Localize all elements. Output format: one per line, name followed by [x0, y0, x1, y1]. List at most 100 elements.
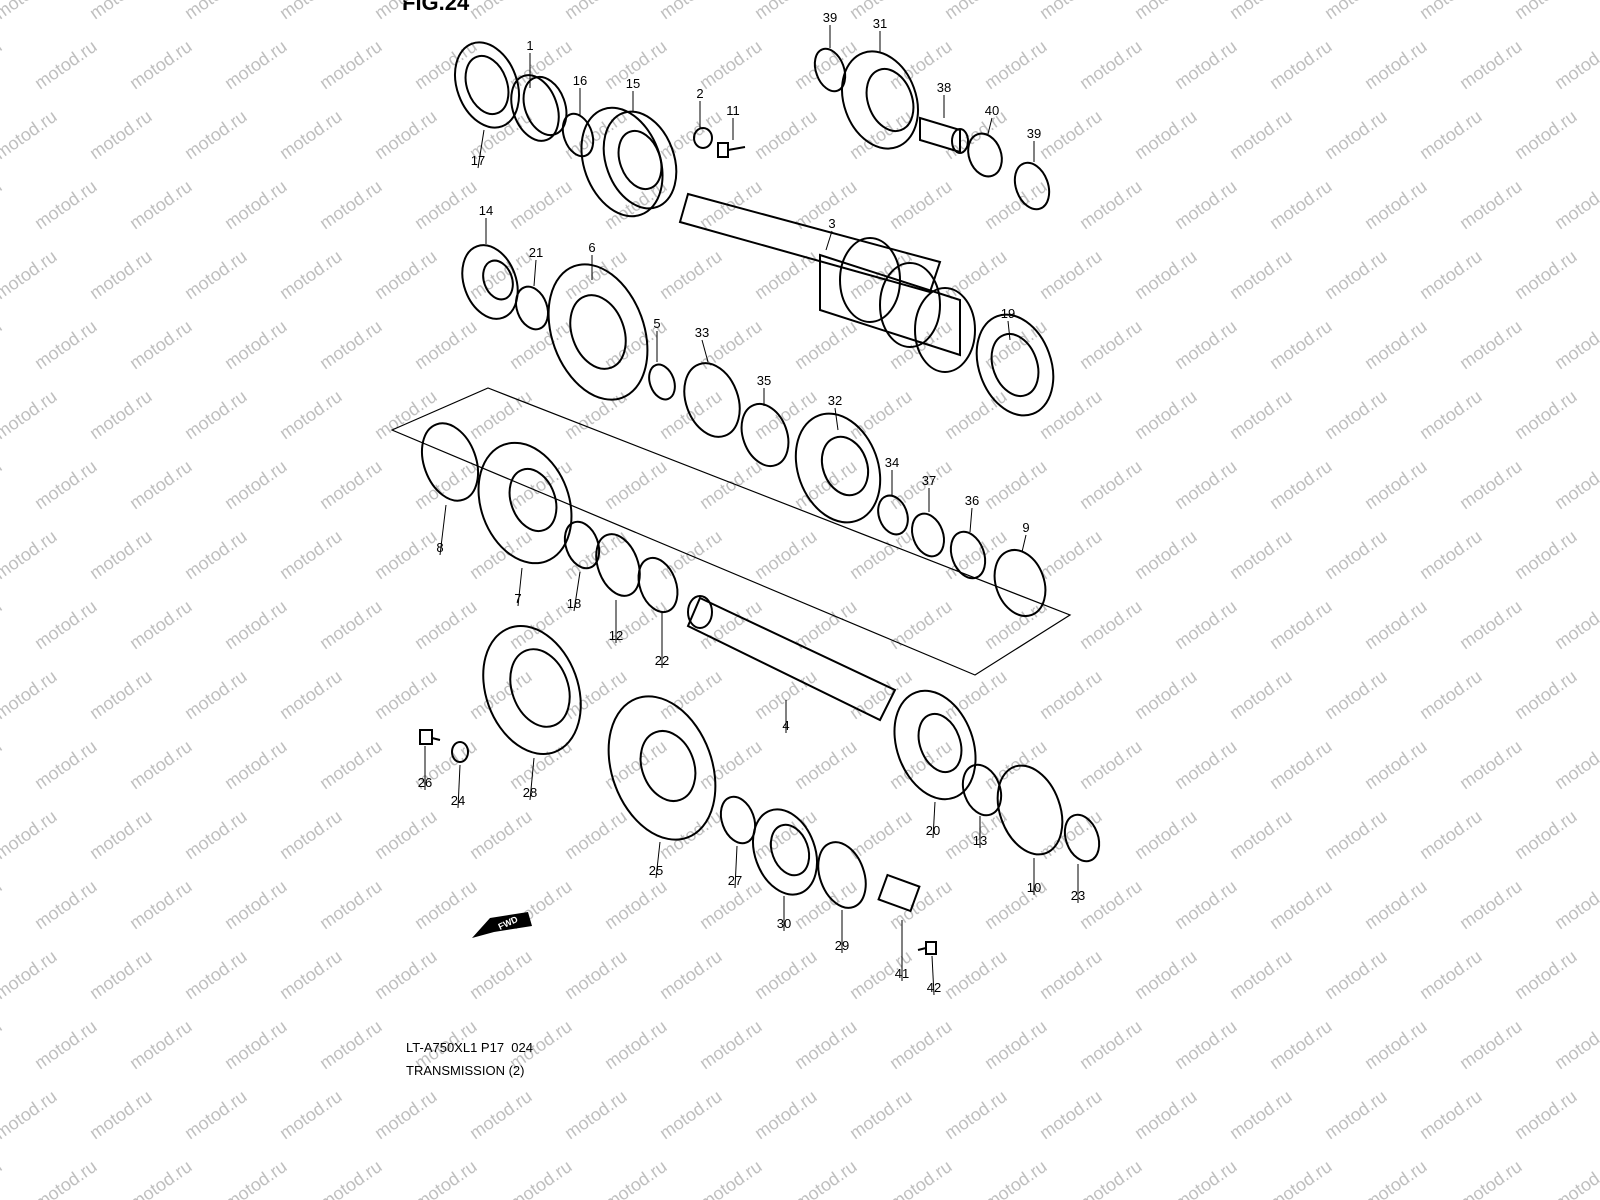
watermark-text: motod.ru	[656, 806, 726, 863]
watermark-text: motod.ru	[1511, 666, 1581, 723]
watermark-text: motod.ru	[751, 946, 821, 1003]
part-32-gear	[794, 412, 882, 524]
part-5-bushing	[648, 363, 676, 401]
watermark-text: motod.ru	[561, 1086, 631, 1143]
part-34-bushing	[877, 494, 909, 536]
leader-line-p7	[517, 567, 523, 607]
watermark-text: motod.ru	[751, 386, 821, 443]
watermark-text: motod.ru	[981, 36, 1051, 93]
watermark-text: motod.ru	[276, 526, 346, 583]
watermark-text: motod.ru	[1036, 806, 1106, 863]
part-number-p19: 19	[1001, 306, 1015, 321]
part-number-p7: 7	[514, 591, 521, 606]
watermark-text: motod.ru	[126, 596, 196, 653]
watermark-text: motod.ru	[466, 386, 536, 443]
watermark-text: motod.ru	[1511, 946, 1581, 1003]
watermark-text: motod.ru	[886, 596, 956, 653]
watermark-text: motod.ru	[886, 1016, 956, 1073]
watermark-text: motod.ru	[1171, 176, 1241, 233]
part-39-washer-top	[813, 47, 847, 93]
watermark-text: motod.ru	[1456, 1016, 1526, 1073]
part-number-p23: 23	[1071, 888, 1085, 903]
watermark-text: motod.ru	[981, 1016, 1051, 1073]
watermark-text: motod.ru	[1226, 946, 1296, 1003]
part-12-washer	[595, 533, 641, 597]
watermark-text: motod.ru	[86, 806, 156, 863]
part-number-p25: 25	[649, 863, 663, 878]
watermark-text: motod.ru	[316, 1156, 386, 1200]
watermark-text: motod.ru	[0, 736, 5, 793]
watermark-text: motod.ru	[466, 666, 536, 723]
watermark-text: motod.ru	[1551, 176, 1600, 233]
part-number-p32: 32	[828, 393, 842, 408]
part-4-driveshaft	[686, 595, 897, 722]
watermark-text: motod.ru	[886, 876, 956, 933]
part-number-p3: 3	[828, 216, 835, 231]
part-number-p18: 18	[567, 596, 581, 611]
watermark-text: motod.ru	[0, 456, 5, 513]
watermark-text: motod.ru	[941, 1086, 1011, 1143]
leader-line-p21	[533, 259, 537, 287]
watermark-text: motod.ru	[0, 946, 60, 1003]
part-number-p33: 33	[695, 325, 709, 340]
watermark-text: motod.ru	[1076, 736, 1146, 793]
watermark-text: motod.ru	[656, 666, 726, 723]
watermark-text: motod.ru	[846, 1086, 916, 1143]
watermark-text: motod.ru	[751, 1086, 821, 1143]
watermark-text: motod.ru	[466, 806, 536, 863]
part-6-gear	[547, 263, 649, 401]
watermark-text: motod.ru	[1321, 106, 1391, 163]
part-number-p9: 9	[1022, 520, 1029, 535]
watermark-text: motod.ru	[276, 386, 346, 443]
watermark-text: motod.ru	[561, 386, 631, 443]
watermark-text: motod.ru	[1456, 736, 1526, 793]
leader-line-p27	[734, 845, 738, 889]
watermark-text: motod.ru	[31, 876, 101, 933]
watermark-text: motod.ru	[1036, 666, 1106, 723]
watermark-text: motod.ru	[1511, 386, 1581, 443]
watermark-text: motod.ru	[1266, 1016, 1336, 1073]
part-number-p10: 10	[1027, 880, 1041, 895]
model-code: LT-A750XL1 P17 024	[406, 1040, 533, 1055]
part-number-p36: 36	[965, 493, 979, 508]
watermark-text: motod.ru	[1321, 0, 1391, 23]
watermark-text: motod.ru	[1131, 946, 1201, 1003]
watermark-text: motod.ru	[1076, 36, 1146, 93]
watermark-text: motod.ru	[411, 176, 481, 233]
watermark-text: motod.ru	[751, 0, 821, 23]
watermark-text: motod.ru	[1036, 946, 1106, 1003]
watermark-text: motod.ru	[1321, 246, 1391, 303]
part-21-washer	[515, 285, 549, 331]
watermark-text: motod.ru	[316, 36, 386, 93]
watermark-text: motod.ru	[886, 176, 956, 233]
part-20-bearing	[893, 689, 977, 801]
part-22-washer	[637, 556, 679, 614]
watermark-text: motod.ru	[791, 1016, 861, 1073]
watermark-text: motod.ru	[1511, 0, 1581, 23]
watermark-text: motod.ru	[31, 456, 101, 513]
watermark-text: motod.ru	[221, 876, 291, 933]
watermark-text: motod.ru	[126, 176, 196, 233]
part-38-bushing	[919, 116, 969, 154]
watermark-text: motod.ru	[846, 386, 916, 443]
part-37-lock-washer	[911, 512, 945, 558]
part-number-p31: 31	[873, 16, 887, 31]
watermark-text: motod.ru	[1226, 106, 1296, 163]
leader-line-p28	[529, 757, 535, 801]
watermark-text: motod.ru	[1076, 456, 1146, 513]
part-number-p26: 26	[418, 775, 432, 790]
watermark-text: motod.ru	[0, 1016, 5, 1073]
part-25-gear	[607, 695, 717, 841]
watermark-text: motod.ru	[31, 596, 101, 653]
leader-line-p24	[457, 764, 461, 809]
watermark-text: motod.ru	[1511, 806, 1581, 863]
watermark-text: motod.ru	[1131, 246, 1201, 303]
part-number-p39a: 39	[823, 10, 837, 25]
part-number-p16: 16	[573, 73, 587, 88]
watermark-text: motod.ru	[181, 106, 251, 163]
watermark-text: motod.ru	[1036, 0, 1106, 23]
watermark-text: motod.ru	[86, 246, 156, 303]
part-27-o-ring	[719, 795, 757, 845]
watermark-text: motod.ru	[696, 456, 766, 513]
watermark-text: motod.ru	[941, 246, 1011, 303]
